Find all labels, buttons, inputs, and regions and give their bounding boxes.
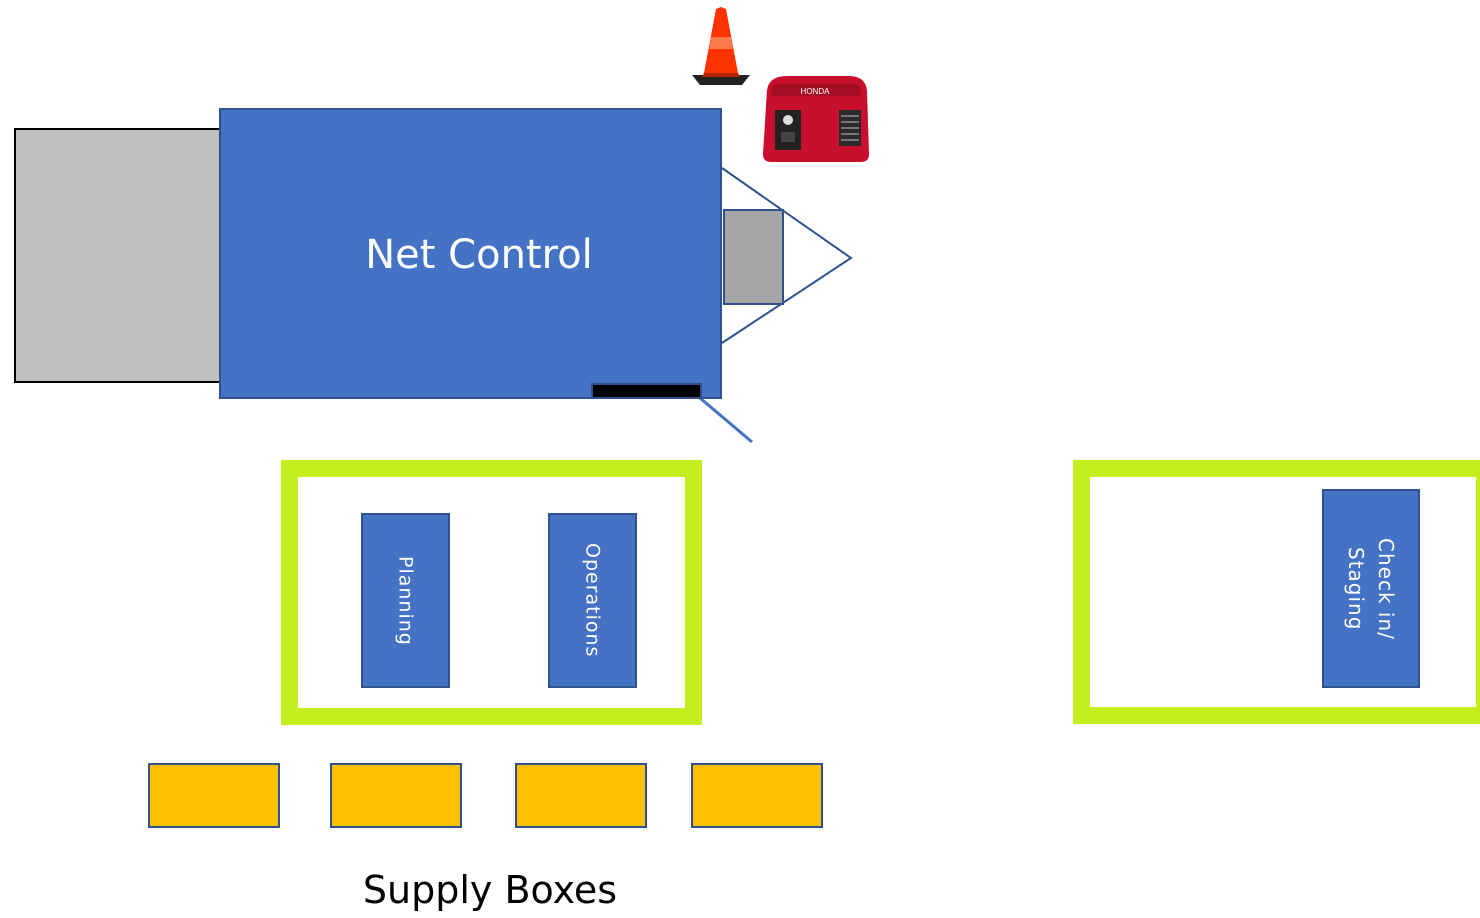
supply-box: [148, 763, 280, 828]
vehicle-door: [591, 383, 702, 399]
supply-boxes-label: Supply Boxes: [362, 868, 618, 912]
generator-brand: HONDA: [801, 87, 831, 96]
operations-label: Operations: [581, 543, 604, 658]
traffic-cone-icon: [692, 7, 750, 85]
command-zone: [281, 460, 702, 725]
supply-box: [330, 763, 462, 828]
supply-box: [515, 763, 647, 828]
operations-station: Operations: [548, 513, 637, 688]
generator-icon: HONDA: [757, 70, 875, 166]
awning-extension: [723, 209, 784, 305]
trailer-section: [14, 128, 222, 383]
net-control-label: Net Control: [365, 232, 593, 278]
check-in-station: Check in/ Staging: [1322, 489, 1420, 688]
check-in-label: Check in/ Staging: [1344, 537, 1398, 640]
planning-label: Planning: [394, 555, 417, 646]
net-control-vehicle: [219, 108, 722, 399]
door-swing-line: [699, 396, 753, 444]
planning-station: Planning: [361, 513, 450, 688]
supply-box: [691, 763, 823, 828]
